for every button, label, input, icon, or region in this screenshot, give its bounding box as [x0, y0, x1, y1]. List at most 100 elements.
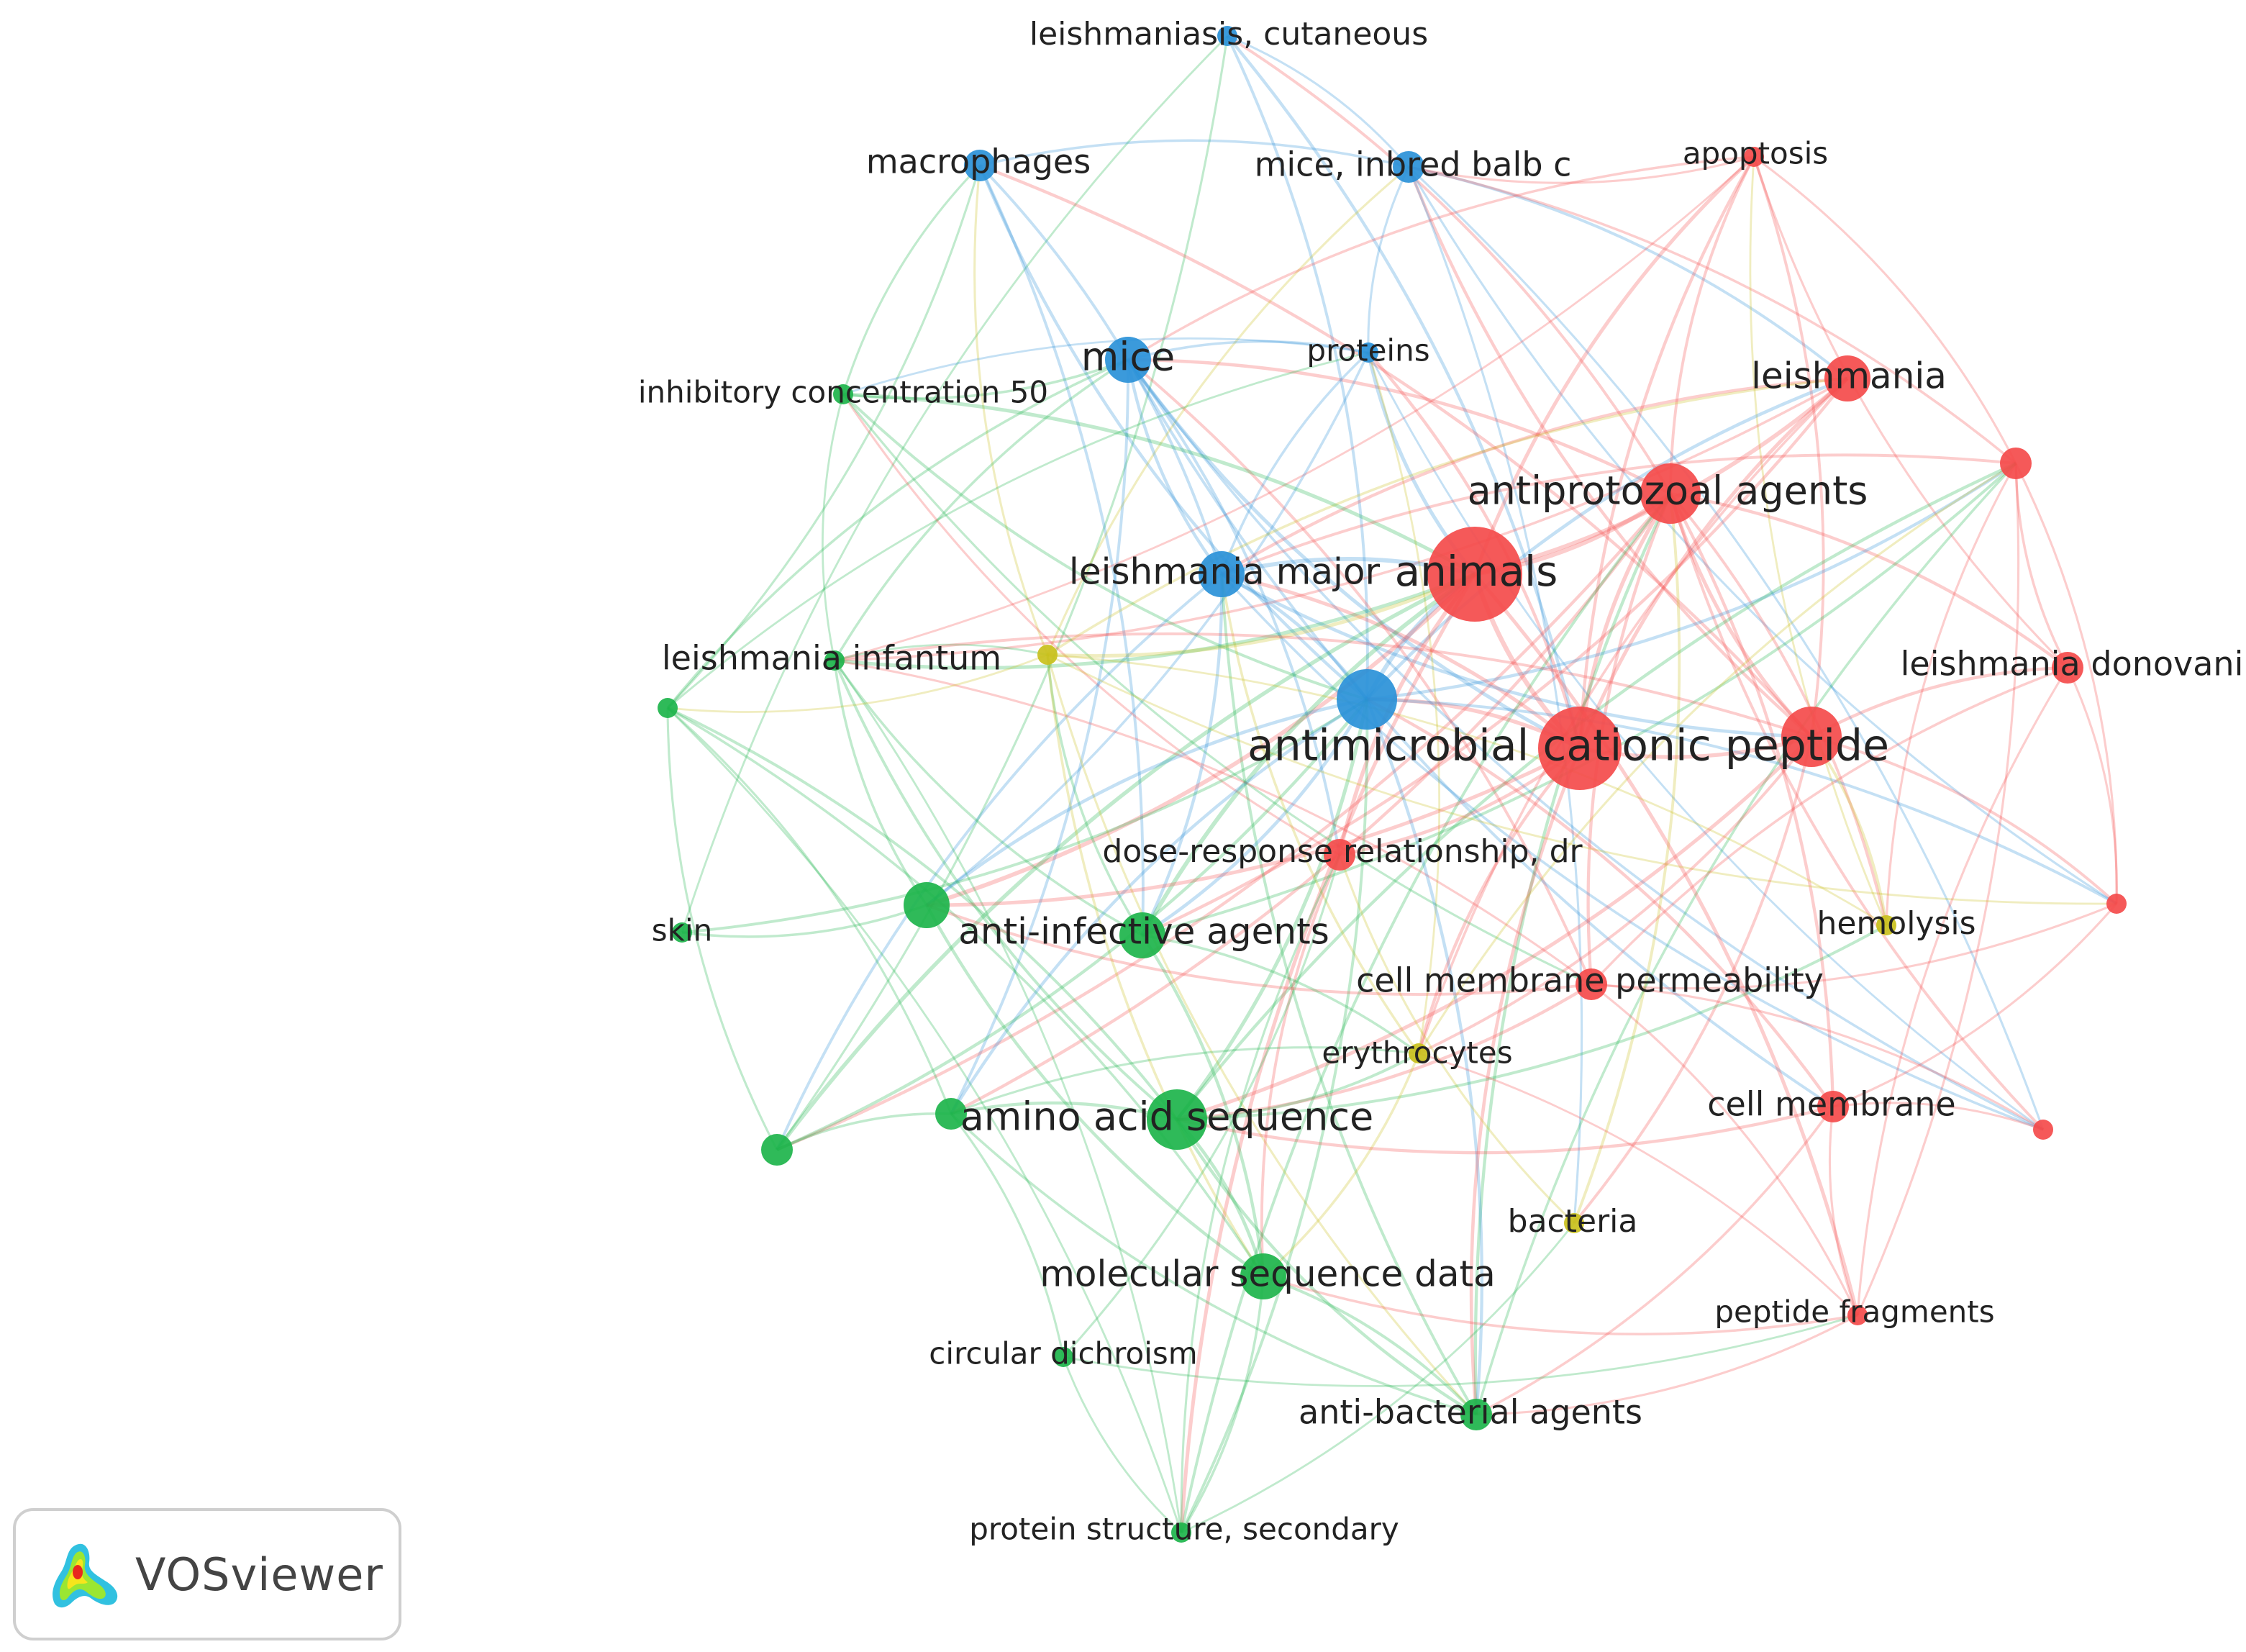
network-link — [1752, 156, 2069, 669]
network-link — [842, 394, 1340, 856]
network-link — [1220, 376, 1848, 576]
network-node-dose[interactable] — [1324, 839, 1355, 871]
network-link — [926, 904, 1592, 997]
network-link — [834, 155, 1755, 662]
network-node-hemolysis[interactable] — [1876, 915, 1896, 935]
network-link — [833, 660, 928, 906]
network-link — [1176, 924, 1887, 1121]
network-node-cmperm[interactable] — [1576, 968, 1607, 1000]
network-link — [1140, 572, 1476, 937]
network-link — [1752, 156, 1825, 738]
network-node-infantum[interactable] — [824, 650, 845, 671]
network-link — [1262, 1053, 1420, 1278]
network-label-apoptosis: apoptosis — [1683, 136, 1828, 171]
network-label-erythrocytes: erythrocytes — [1322, 1035, 1512, 1071]
network-link — [1366, 698, 1834, 1108]
network-node-yellowY1[interactable] — [1037, 645, 1058, 665]
network-link — [776, 698, 1368, 1151]
network-node-greenA[interactable] — [904, 882, 950, 928]
network-node-redR2[interactable] — [1781, 707, 1842, 767]
network-node-greenL2[interactable] — [761, 1134, 793, 1166]
network-link — [1179, 573, 1477, 1533]
network-link — [1573, 736, 1813, 1225]
network-link — [842, 393, 1368, 701]
network-link — [1856, 667, 2069, 1316]
network-link — [1669, 492, 1835, 1107]
network-link — [1811, 735, 2118, 905]
network-node-proteins[interactable] — [1358, 342, 1378, 363]
network-label-mice: mice — [1081, 335, 1176, 380]
network-node-redR3[interactable] — [2106, 894, 2127, 914]
network-links — [666, 35, 2118, 1534]
network-link — [1407, 166, 1583, 1224]
network-link — [1810, 666, 2068, 738]
network-link — [1366, 462, 2017, 702]
network-link — [833, 660, 1183, 1533]
network-link — [1407, 165, 2045, 1130]
network-node-redR1[interactable] — [2000, 448, 2032, 479]
network-link — [1408, 165, 1849, 380]
network-link — [667, 653, 1048, 713]
network-node-ic50[interactable] — [833, 384, 853, 404]
network-link — [1669, 493, 2045, 1131]
network-link — [1260, 854, 1341, 1277]
network-node-animals[interactable] — [1427, 527, 1522, 622]
network-link — [1141, 934, 1265, 1277]
network-node-bacteria[interactable] — [1564, 1213, 1584, 1233]
network-link — [1220, 573, 1420, 1055]
network-node-redR4[interactable] — [2033, 1120, 2053, 1140]
network-node-greenL1[interactable] — [658, 698, 678, 718]
network-link — [1180, 1276, 1265, 1533]
network-node-secondary[interactable] — [1171, 1522, 1191, 1543]
network-link — [1062, 854, 1341, 1358]
network-link — [775, 572, 1476, 1151]
network-node-antibacterial[interactable] — [1460, 1399, 1492, 1430]
network-label-cmperm: cell membrane permeability — [1356, 961, 1824, 1000]
network-link — [2066, 667, 2118, 904]
network-link — [1476, 1314, 1858, 1416]
network-node-peptidefrag[interactable] — [1847, 1305, 1868, 1325]
network-link — [681, 698, 1368, 934]
network-link — [1418, 735, 1813, 1055]
network-node-major[interactable] — [1199, 551, 1245, 597]
network-link — [667, 351, 1369, 709]
network-link — [1473, 573, 1860, 1316]
network-node-circular[interactable] — [1053, 1347, 1073, 1367]
network-node-aaseq[interactable] — [1147, 1089, 1207, 1150]
network-link — [1407, 166, 2117, 905]
network-node-donovani[interactable] — [2052, 652, 2083, 684]
network-nodes — [658, 26, 2127, 1543]
network-link — [834, 659, 1592, 986]
network-link — [1578, 377, 1849, 749]
network-node-greenB[interactable] — [935, 1098, 967, 1130]
network-link — [833, 358, 1129, 661]
network-node-blueCenter[interactable] — [1337, 669, 1397, 730]
network-link — [1176, 735, 1813, 1122]
network-node-leishmania[interactable] — [1824, 355, 1870, 401]
network-node-antiprotozoal[interactable] — [1640, 463, 1701, 524]
network-label-secondary: protein structure, secondary — [969, 1512, 1399, 1547]
network-node-amp[interactable] — [1538, 707, 1622, 790]
network-node-macrophages[interactable] — [964, 150, 996, 181]
network-node-balbc[interactable] — [1393, 151, 1424, 183]
network-link — [1046, 654, 1144, 936]
network-link — [842, 164, 981, 395]
network-node-cellmem[interactable] — [1817, 1091, 1849, 1122]
network-node-antiinfective[interactable] — [1119, 912, 1165, 958]
network-node-molseq[interactable] — [1240, 1253, 1286, 1299]
network-node-apoptosis[interactable] — [1744, 147, 1764, 167]
network-link — [1221, 572, 1581, 750]
network-link — [681, 35, 1228, 933]
network-node-cutaneous[interactable] — [1217, 26, 1237, 46]
network-link — [833, 660, 1178, 1121]
network-link — [776, 492, 1672, 1151]
network-link — [834, 572, 1476, 670]
network-node-skin[interactable] — [672, 922, 692, 943]
network-node-erythrocytes[interactable] — [1409, 1043, 1429, 1063]
network-node-mice[interactable] — [1105, 337, 1151, 383]
network-link — [1062, 1356, 1182, 1534]
network-link — [1141, 573, 1224, 936]
network-link — [1670, 491, 2069, 669]
network-link — [1338, 854, 1576, 1225]
